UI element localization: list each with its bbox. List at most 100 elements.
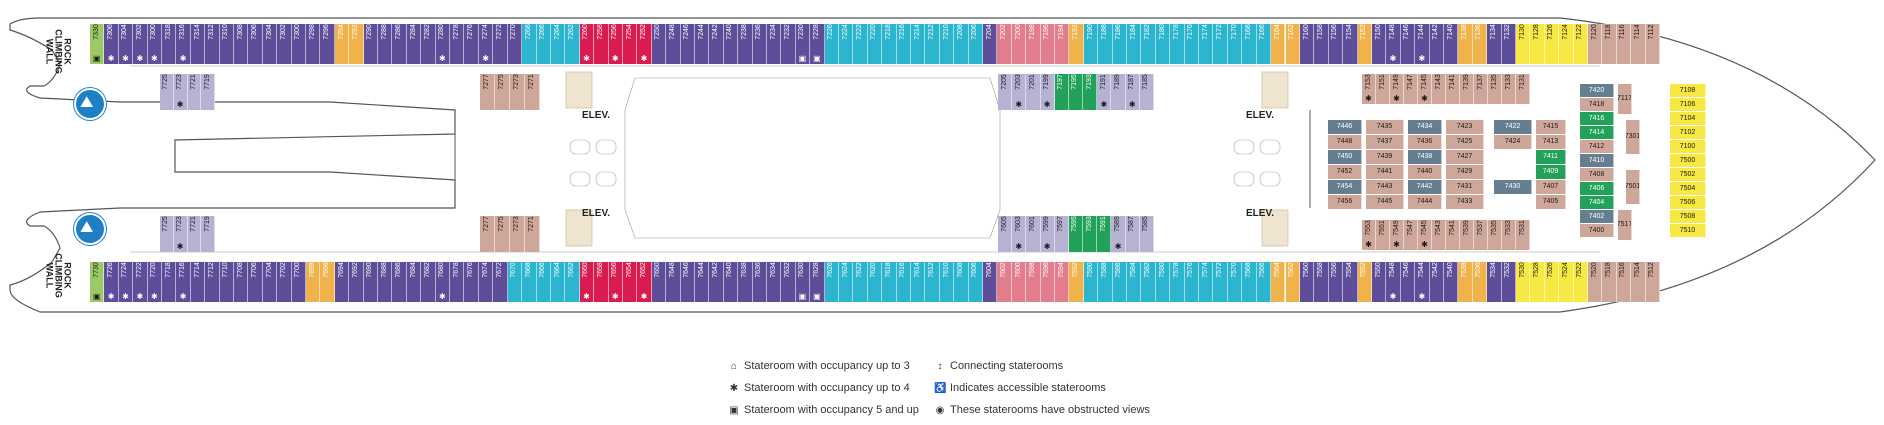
stateroom-7570[interactable]: 7570 xyxy=(1227,262,1243,302)
stateroom-7282[interactable]: 7282 xyxy=(421,24,436,64)
stateroom-7710[interactable]: 7710 xyxy=(219,262,235,302)
stateroom-7208[interactable]: 7208 xyxy=(954,24,969,64)
stateroom-7186[interactable]: 7186 xyxy=(1112,24,1128,64)
stateroom-7666[interactable]: 7666 xyxy=(536,262,551,302)
stateroom-7310[interactable]: 7310 xyxy=(219,24,235,64)
stateroom-7131[interactable]: 7131 xyxy=(1516,74,1530,104)
stateroom-7672[interactable]: 7672 xyxy=(493,262,508,302)
stateroom-7270[interactable]: 7270 xyxy=(507,24,523,64)
stateroom-7194[interactable]: 7194 xyxy=(1055,24,1070,64)
stateroom-7216[interactable]: 7216 xyxy=(896,24,911,64)
stateroom-7108[interactable]: 7108 xyxy=(1670,84,1706,97)
stateroom-7260[interactable]: 7260✱ xyxy=(579,24,595,64)
stateroom-7644[interactable]: 7644 xyxy=(694,262,710,302)
stateroom-7174[interactable]: 7174 xyxy=(1199,24,1214,64)
stateroom-7423[interactable]: 7423 xyxy=(1446,120,1484,134)
stateroom-7723[interactable]: 7723✱ xyxy=(173,74,188,110)
stateroom-7589[interactable]: 7589✱ xyxy=(1111,216,1126,252)
stateroom-7601[interactable]: 7601 xyxy=(1026,216,1041,252)
stateroom-7130[interactable]: 7130 xyxy=(1515,24,1531,64)
stateroom-7266[interactable]: 7266 xyxy=(536,24,551,64)
stateroom-7422[interactable]: 7422 xyxy=(1494,120,1532,134)
stateroom-7144[interactable]: 7144✱ xyxy=(1415,24,1430,64)
stateroom-7126[interactable]: 7126 xyxy=(1544,24,1560,64)
stateroom-7551[interactable]: 7551 xyxy=(1376,220,1390,250)
stateroom-7510[interactable]: 7510 xyxy=(1670,224,1706,237)
stateroom-7298[interactable]: 7298 xyxy=(306,24,321,64)
stateroom-7234[interactable]: 7234 xyxy=(766,24,782,64)
stateroom-7678[interactable]: 7678 xyxy=(450,262,465,302)
stateroom-7414[interactable]: 7414 xyxy=(1580,126,1614,139)
stateroom-7195[interactable]: 7195 xyxy=(1068,74,1084,110)
stateroom-7648[interactable]: 7648 xyxy=(666,262,681,302)
stateroom-7413[interactable]: 7413 xyxy=(1536,135,1566,149)
stateroom-7286[interactable]: 7286 xyxy=(392,24,407,64)
stateroom-7102[interactable]: 7102 xyxy=(1670,126,1706,139)
stateroom-7150[interactable]: 7150 xyxy=(1371,24,1387,64)
stateroom-7624[interactable]: 7624 xyxy=(838,262,854,302)
stateroom-7405[interactable]: 7405 xyxy=(1536,195,1566,209)
stateroom-7690[interactable]: 7690 xyxy=(363,262,379,302)
stateroom-7652[interactable]: 7652✱ xyxy=(637,262,652,302)
stateroom-7564[interactable]: 7564 xyxy=(1271,262,1286,302)
stateroom-7439[interactable]: 7439 xyxy=(1366,150,1404,164)
stateroom-7330[interactable]: 7330▣ xyxy=(90,24,105,64)
stateroom-7437[interactable]: 7437 xyxy=(1366,135,1404,149)
stateroom-7588[interactable]: 7588 xyxy=(1098,262,1113,302)
stateroom-7568[interactable]: 7568 xyxy=(1242,262,1257,302)
stateroom-7539[interactable]: 7539 xyxy=(1460,220,1474,250)
stateroom-7302[interactable]: 7302✱ xyxy=(133,24,148,64)
stateroom-7117[interactable]: 7117 xyxy=(1618,84,1632,114)
stateroom-7599[interactable]: 7599✱ xyxy=(1040,216,1055,252)
stateroom-7178[interactable]: 7178 xyxy=(1170,24,1185,64)
stateroom-7591[interactable]: 7591 xyxy=(1097,216,1112,252)
stateroom-7721[interactable]: 7721 xyxy=(187,216,202,252)
stateroom-7586[interactable]: 7586 xyxy=(1112,262,1128,302)
stateroom-7534[interactable]: 7534 xyxy=(1487,262,1502,302)
stateroom-7262[interactable]: 7262 xyxy=(565,24,580,64)
stateroom-7187[interactable]: 7187✱ xyxy=(1125,74,1140,110)
stateroom-7516[interactable]: 7516 xyxy=(1616,262,1632,302)
stateroom-7420[interactable]: 7420 xyxy=(1580,84,1614,97)
stateroom-7546[interactable]: 7546 xyxy=(1400,262,1416,302)
stateroom-7118[interactable]: 7118 xyxy=(1602,24,1617,64)
stateroom-7438[interactable]: 7438 xyxy=(1408,150,1442,164)
stateroom-7558[interactable]: 7558 xyxy=(1314,262,1329,302)
stateroom-7204[interactable]: 7204 xyxy=(983,24,998,64)
stateroom-7724[interactable]: 7724✱ xyxy=(118,262,134,302)
stateroom-7553[interactable]: 7553✱ xyxy=(1362,220,1376,250)
stateroom-7626[interactable]: 7626 xyxy=(824,262,839,302)
stateroom-7427[interactable]: 7427 xyxy=(1446,150,1484,164)
stateroom-7549[interactable]: 7549✱ xyxy=(1390,220,1404,250)
stateroom-7450[interactable]: 7450 xyxy=(1328,150,1362,164)
stateroom-7205[interactable]: 7205 xyxy=(998,74,1013,110)
stateroom-7277[interactable]: 7277 xyxy=(480,216,495,252)
stateroom-7721[interactable]: 7721 xyxy=(187,74,202,110)
stateroom-7268[interactable]: 7268 xyxy=(522,24,537,64)
stateroom-7200[interactable]: 7200 xyxy=(1011,24,1027,64)
stateroom-7533[interactable]: 7533 xyxy=(1502,220,1516,250)
stateroom-7560[interactable]: 7560 xyxy=(1299,262,1315,302)
stateroom-7136[interactable]: 7136 xyxy=(1472,24,1488,64)
stateroom-7308[interactable]: 7308 xyxy=(234,24,249,64)
stateroom-7722[interactable]: 7722✱ xyxy=(133,262,148,302)
stateroom-7520[interactable]: 7520 xyxy=(1587,262,1603,302)
stateroom-7133[interactable]: 7133 xyxy=(1502,74,1516,104)
stateroom-7552[interactable]: 7552 xyxy=(1357,262,1372,302)
stateroom-7138[interactable]: 7138 xyxy=(1458,24,1473,64)
stateroom-7582[interactable]: 7582 xyxy=(1141,262,1156,302)
stateroom-7442[interactable]: 7442 xyxy=(1408,180,1442,194)
stateroom-7280[interactable]: 7280✱ xyxy=(435,24,451,64)
stateroom-7275[interactable]: 7275 xyxy=(495,74,510,110)
stateroom-7719[interactable]: 7719 xyxy=(201,216,215,252)
stateroom-7598[interactable]: 7598 xyxy=(1026,262,1041,302)
stateroom-7592[interactable]: 7592 xyxy=(1069,262,1084,302)
stateroom-7454[interactable]: 7454 xyxy=(1328,180,1362,194)
stateroom-7192[interactable]: 7192 xyxy=(1069,24,1084,64)
stateroom-7141[interactable]: 7141 xyxy=(1446,74,1460,104)
stateroom-7618[interactable]: 7618 xyxy=(882,262,897,302)
stateroom-7288[interactable]: 7288 xyxy=(378,24,393,64)
stateroom-7603[interactable]: 7603✱ xyxy=(1012,216,1027,252)
stateroom-7188[interactable]: 7188 xyxy=(1098,24,1113,64)
stateroom-7252[interactable]: 7252✱ xyxy=(637,24,652,64)
